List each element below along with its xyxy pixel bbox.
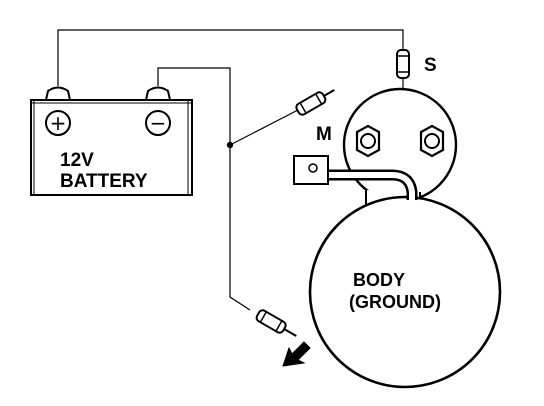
terminal-m-label: M: [316, 124, 332, 145]
bolt-icon: [355, 124, 381, 158]
positive-terminal-icon: [45, 110, 71, 136]
bolt-icon: [419, 124, 445, 158]
wiring: [57, 29, 404, 311]
negative-terminal-icon: [145, 110, 171, 136]
negative-symbol: −: [150, 111, 167, 135]
battery-label-voltage: 12V: [60, 150, 94, 171]
m-terminal-lug: [293, 155, 329, 185]
probe-icon: [396, 49, 410, 79]
wire-junction: [226, 141, 234, 149]
arrow-icon: [282, 341, 311, 367]
m-terminal-probe: [295, 89, 335, 116]
starter-motor: [293, 87, 502, 389]
wire-positive-to-s: [57, 29, 404, 86]
positive-symbol: +: [50, 111, 67, 135]
motor-body: [308, 195, 502, 389]
body-label: BODY: [353, 270, 405, 290]
wire-negative-lead: [157, 67, 251, 311]
ground-probe: [255, 309, 297, 337]
battery-label-name: BATTERY: [60, 171, 148, 192]
battery-negative-post: [144, 86, 172, 101]
battery-positive-post: [44, 86, 72, 101]
wire-branch-to-m-probe: [229, 109, 299, 146]
battery: + − 12V BATTERY: [30, 86, 193, 196]
terminal-s-label: S: [424, 55, 437, 76]
ground-label: (GROUND): [349, 292, 441, 312]
